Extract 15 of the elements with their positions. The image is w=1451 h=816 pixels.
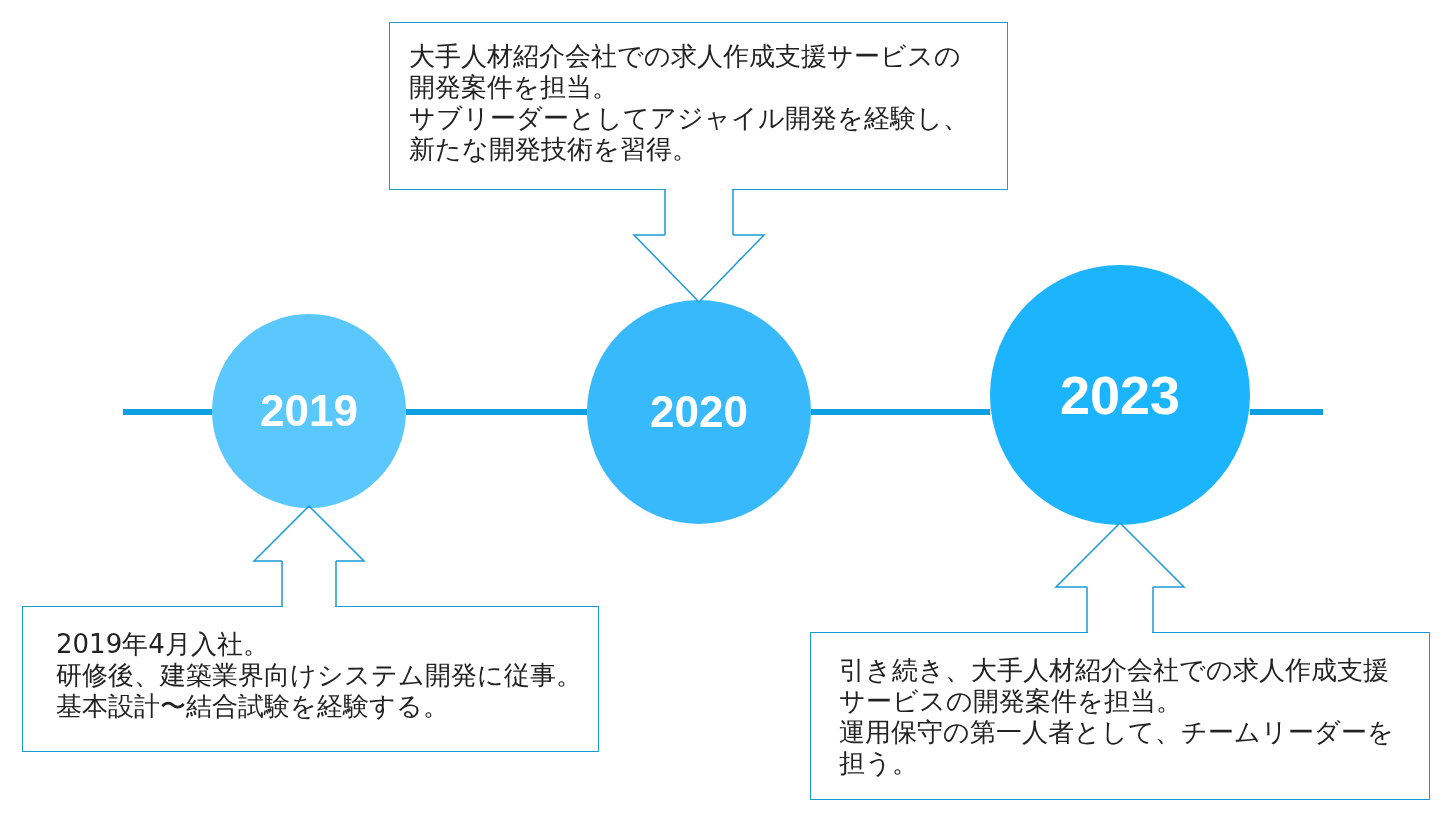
year-label: 2023 [1059,364,1181,426]
year-label: 2019 [260,386,358,436]
description-text: サブリーダーとしてアジャイル開発を経験し、新たな開発技術を習得。 [409,103,969,165]
description-text: 運用保守の第一人者として、チームリーダーを担う。 [839,717,1395,779]
description-text: 研修後、建築業界向けシステム開発に従事。 [56,660,583,691]
callout-box [22,606,599,752]
timeline-line [811,409,990,415]
description-text: 大手人材紹介会社での求人作成支援サービスの開発案件を担当。 [409,41,962,103]
description-text: 引き続き、大手人材紹介会社での求人作成支援サービスの開発案件を担当。 [839,655,1390,717]
description-text: 基本設計〜結合試験を経験する。 [56,691,450,722]
year-label: 2020 [650,387,748,437]
description-text: 2019年4月入社。 [56,629,270,660]
callout-box [389,22,1008,190]
timeline-line [406,409,587,415]
callout-box [810,632,1430,800]
